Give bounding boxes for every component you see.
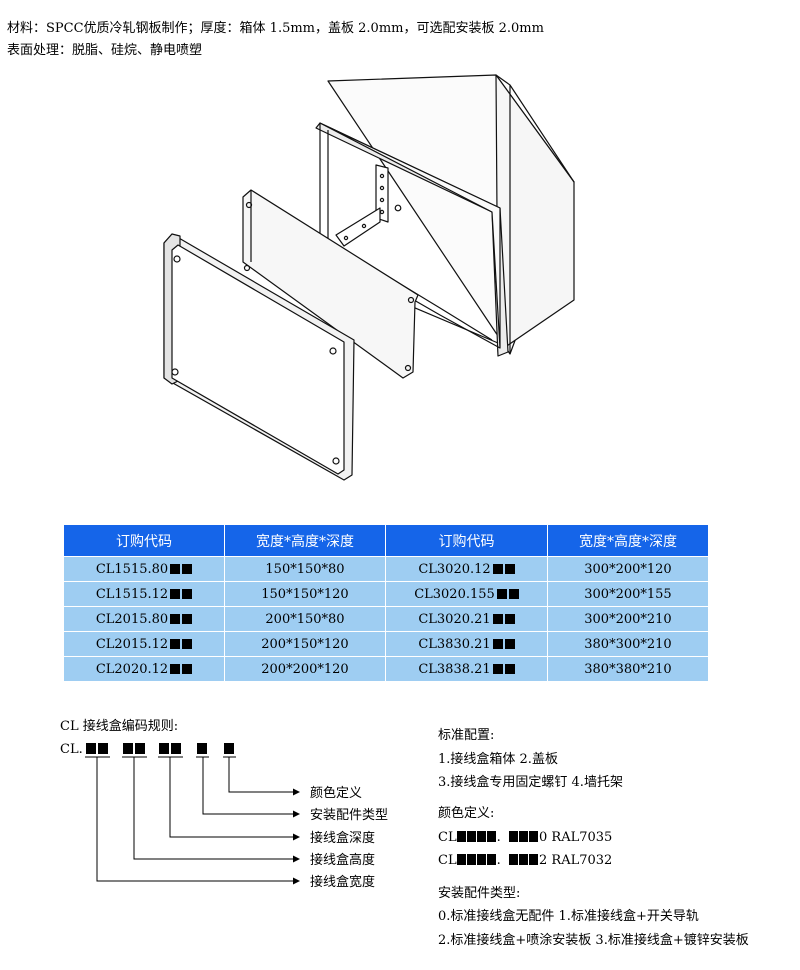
standard-config-line-2: 3.接线盒专用固定螺钉 4.墙托架: [438, 775, 623, 790]
color-code-line-1: CL. 0 RAL7035: [438, 830, 613, 845]
dimension-cell: 380*380*210: [547, 656, 709, 682]
color-code-line-2: CL. 2 RAL7032: [438, 853, 613, 868]
standard-config-title: 标准配置:: [438, 728, 495, 743]
col-header-order-code: 订购代码: [385, 524, 548, 557]
dimension-cell: 200*150*80: [224, 606, 386, 632]
color-definition-title: 颜色定义:: [438, 806, 495, 821]
dimension-cell: 300*200*120: [547, 556, 709, 582]
order-code-cell: CL1515.80: [63, 556, 225, 582]
dimension-cell: 150*150*80: [224, 556, 386, 582]
dimension-cell: 200*200*120: [224, 656, 386, 682]
dimension-cell: 300*200*155: [547, 581, 709, 607]
enclosure-body-drawing: [315, 74, 575, 357]
material-spec-text: 材料：SPCC优质冷轧钢板制作；厚度：箱体 1.5mm，盖板 2.0mm，可选配…: [7, 21, 544, 36]
leader-arrowheads: [293, 788, 300, 885]
dimension-cell: 300*200*210: [547, 606, 709, 632]
cover-plate-drawing: [163, 233, 355, 481]
label-box-depth: 接线盒深度: [310, 830, 375, 846]
leader-lines: [96, 757, 293, 882]
order-code-cell: CL3838.21: [385, 656, 548, 682]
junction-box-exploded-drawing: [163, 74, 575, 481]
standard-config-line-1: 1.接线盒箱体 2.盖板: [438, 752, 558, 767]
code-placeholder-squares: [86, 743, 234, 754]
accessory-type-title: 安装配件类型:: [438, 886, 521, 901]
dimension-cell: 380*300*210: [547, 631, 709, 657]
dimension-cell: 150*150*120: [224, 581, 386, 607]
table-row: CL2015.80 200*150*80 CL3020.21 300*200*2…: [63, 606, 709, 632]
col-header-dimensions: 宽度*高度*深度: [224, 524, 386, 557]
table-row: CL1515.80 150*150*80 CL3020.12 300*200*1…: [63, 556, 709, 582]
coding-rule-title: CL 接线盒编码规则:: [60, 718, 178, 734]
order-code-cell: CL1515.12: [63, 581, 225, 607]
coding-prefix: CL.: [60, 742, 83, 757]
order-code-cell: CL2015.80: [63, 606, 225, 632]
order-code-cell: CL3830.21: [385, 631, 548, 657]
mounting-plate-drawing: [242, 189, 419, 379]
dimension-cell: 200*150*120: [224, 631, 386, 657]
accessory-type-line-2: 2.标准接线盒+喷涂安装板 3.标准接线盒+镀锌安装板: [438, 933, 749, 948]
order-code-cell: CL3020.12: [385, 556, 548, 582]
table-header-row: 订购代码 宽度*高度*深度 订购代码 宽度*高度*深度: [63, 524, 709, 557]
coding-rule-diagram: CL 接线盒编码规则: CL. 颜色定义 安装配件类型 接线盒深度 接线盒高度 …: [60, 718, 388, 890]
label-accessory-type: 安装配件类型: [310, 808, 388, 823]
order-code-cell: CL2020.12: [63, 656, 225, 682]
order-code-cell: CL2015.12: [63, 631, 225, 657]
col-header-order-code: 订购代码: [63, 524, 225, 557]
accessory-type-line-1: 0.标准接线盒无配件 1.标准接线盒+开关导轨: [438, 909, 699, 924]
table-row: CL2015.12 200*150*120 CL3830.21 380*300*…: [63, 631, 709, 657]
label-box-height: 接线盒高度: [310, 852, 375, 868]
order-code-cell: CL3020.155: [385, 581, 548, 607]
surface-treatment-text: 表面处理：脱脂、硅烷、静电喷塑: [7, 43, 203, 58]
order-code-cell: CL3020.21: [385, 606, 548, 632]
label-color-definition: 颜色定义: [310, 785, 362, 801]
table-row: CL2020.12 200*200*120 CL3838.21 380*380*…: [63, 656, 709, 682]
label-box-width: 接线盒宽度: [310, 874, 375, 890]
order-code-table: 订购代码 宽度*高度*深度 订购代码 宽度*高度*深度 CL1515.80 15…: [63, 524, 709, 682]
col-header-dimensions: 宽度*高度*深度: [547, 524, 709, 557]
table-row: CL1515.12 150*150*120 CL3020.155 300*200…: [63, 581, 709, 607]
